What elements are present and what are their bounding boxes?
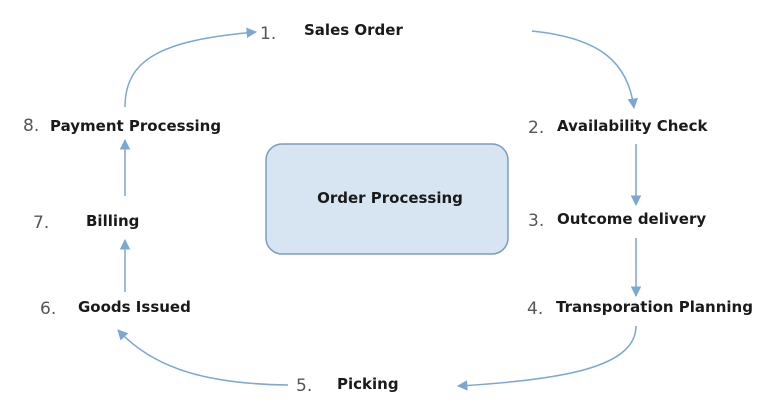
arrow-4-to-5 — [456, 325, 637, 391]
step-label: Payment Processing — [50, 117, 221, 135]
step-transportation-planning: 4. Transporation Planning — [527, 298, 753, 319]
step-label: Picking — [337, 375, 399, 393]
step-outcome-delivery: 3. Outcome delivery — [528, 210, 706, 231]
step-number: 5. — [296, 376, 312, 396]
center-box — [265, 143, 509, 255]
step-label: Outcome delivery — [557, 210, 706, 228]
center-node: Order Processing — [265, 143, 509, 255]
step-number: 4. — [527, 299, 543, 319]
arrow-1-to-2 — [531, 30, 638, 110]
step-label: Transporation Planning — [556, 298, 753, 316]
step-number: 3. — [528, 211, 544, 231]
step-number: 7. — [33, 213, 49, 233]
step-number: 8. — [23, 116, 39, 136]
step-label: Availability Check — [557, 117, 708, 135]
step-sales-order: 1. Sales Order — [260, 21, 403, 44]
step-availability-check: 2. Availability Check — [528, 117, 708, 138]
step-payment-processing: 8. Payment Processing — [23, 116, 221, 136]
step-label: Goods Issued — [78, 298, 191, 316]
step-number: 2. — [528, 118, 544, 138]
step-number: 6. — [40, 299, 56, 319]
step-picking: 5. Picking — [296, 375, 399, 396]
step-label: Billing — [86, 212, 139, 230]
step-number: 1. — [260, 24, 276, 44]
step-label: Sales Order — [304, 21, 403, 39]
step-goods-issued: 6. Goods Issued — [40, 298, 191, 319]
step-billing: 7. Billing — [33, 212, 139, 233]
arrow-5-to-6 — [117, 329, 289, 386]
arrow-8-to-1 — [124, 27, 258, 108]
center-label: Order Processing — [317, 189, 463, 207]
